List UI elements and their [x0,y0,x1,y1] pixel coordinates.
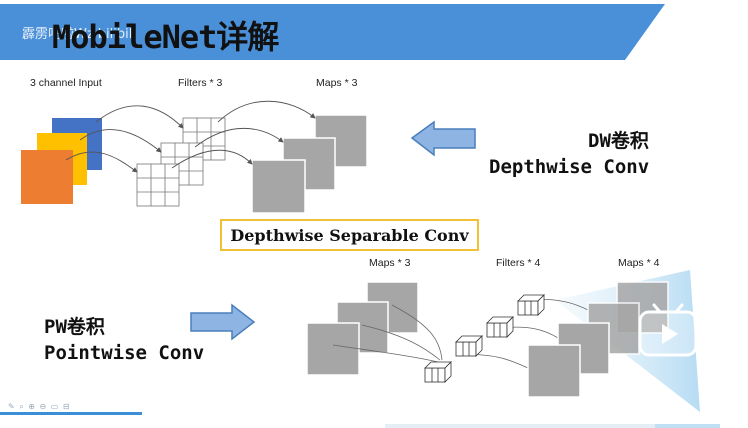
bottom-strip [385,424,720,428]
input-channels [21,118,102,204]
dw-filter-3 [136,163,180,207]
title-banner-shape [0,4,665,60]
pw-filter-4 [517,294,545,316]
dw-maps [251,114,368,214]
input-label: 3 channel Input [30,77,102,89]
pw-filter-3 [486,316,514,338]
pw-maps-label: Maps * 3 [369,257,411,269]
pw-filter-1 [424,361,452,383]
dw-maps-label: Maps * 3 [316,77,358,89]
input-channel-orange [21,150,73,204]
pw-filter-2 [455,335,483,357]
separable-conv-label: Depthwise Separable Conv [230,225,469,245]
dw-flow-lines [65,100,316,173]
dw-conv-label-en: Depthwise Conv [489,156,650,178]
bottom-strip-end [655,424,720,428]
player-toolbar[interactable]: ✎ ⌕ ⊕ ⊖ ▭ ⊟ [8,402,71,411]
pw-conv-label-en: Pointwise Conv [44,342,205,364]
dw-filters [136,117,226,207]
pw-conv-label-cn: PW卷积 [44,316,105,338]
pw-arrow [190,303,256,341]
pw-filters-label: Filters * 4 [496,257,541,269]
dw-filters-label: Filters * 3 [178,77,223,89]
title-banner [0,0,748,64]
progress-bar[interactable] [0,412,142,415]
dw-arrow [410,120,476,157]
pw-output-maps-label: Maps * 4 [618,257,660,269]
play-icon[interactable] [638,303,698,357]
pw-input-maps [306,281,419,376]
dw-conv-label-cn: DW卷积 [588,130,649,152]
pw-input-map-3 [306,322,360,376]
page-title: MobileNet详解 [52,18,279,56]
watermark: 霹雳吧啦Wz bilibili [22,27,136,42]
separable-conv-box: Depthwise Separable Conv [220,219,479,251]
dw-map-3 [251,159,306,214]
pw-output-map-4 [527,344,581,398]
pw-output-maps [527,281,669,398]
pw-filters [424,294,545,383]
